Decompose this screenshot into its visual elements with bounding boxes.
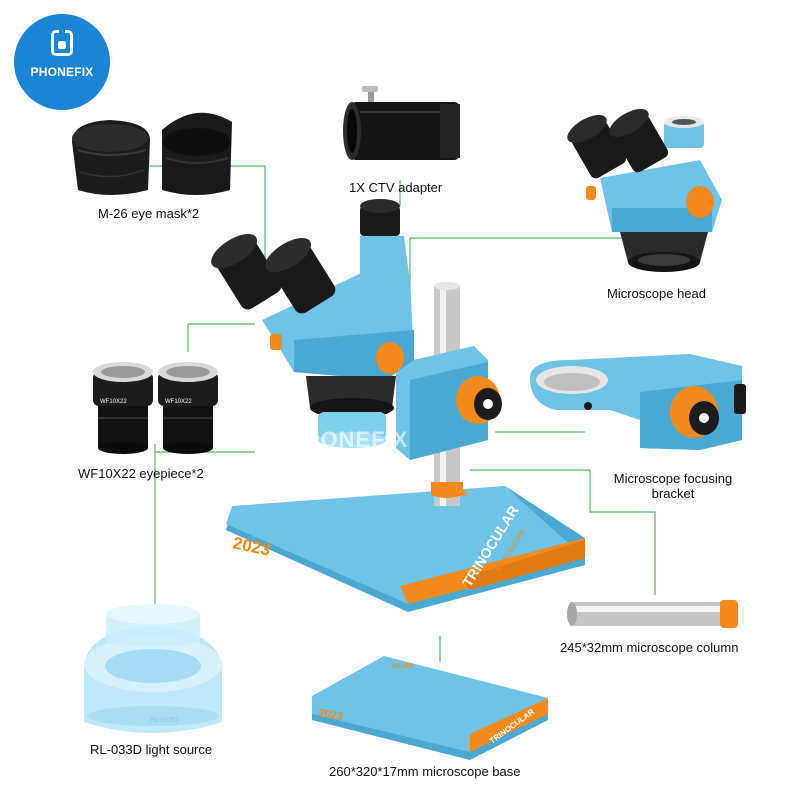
- eyepiece-marking-1: WF10X22: [100, 399, 127, 405]
- label-microscope-head: Microscope head: [607, 286, 706, 301]
- small-base-brand: RELIFE: [392, 664, 413, 670]
- base-plate-part: [312, 656, 548, 760]
- label-column: 245*32mm microscope column: [560, 640, 739, 655]
- eye-mask-1: [72, 120, 150, 195]
- ctv-adapter: [343, 86, 460, 160]
- light-marking: RL-033D: [150, 717, 178, 724]
- label-eye-mask: M-26 eye mask*2: [98, 206, 200, 221]
- label-base: 260*320*17mm microscope base: [329, 764, 521, 779]
- light-source-part: [84, 604, 222, 733]
- eye-mask-2: [162, 112, 232, 195]
- label-focusing-bracket-line1: Microscope focusing: [613, 471, 733, 486]
- main-focusing-bracket: [396, 346, 502, 460]
- main-base-plate: [226, 486, 585, 612]
- label-focusing-bracket-line2: bracket: [651, 486, 695, 501]
- small-base-year: 2023: [317, 707, 343, 723]
- phonefix-logo: PHONEFIX: [14, 14, 110, 110]
- eyepiece-2: [158, 362, 218, 454]
- logo-brand-text: PHONEFIX: [30, 65, 94, 79]
- main-head: [211, 199, 414, 448]
- label-light-source: RL-033D light source: [90, 742, 213, 757]
- label-eyepiece: WF10X22 eyepiece*2: [78, 466, 204, 481]
- label-ctv-adapter: 1X CTV adapter: [349, 180, 443, 195]
- base-code: B11: [441, 604, 454, 614]
- microscope-head-part: [567, 108, 722, 272]
- watermark-text: PHONEFIX: [288, 427, 409, 452]
- focusing-bracket-part: [530, 354, 746, 450]
- label-focusing-bracket: Microscope focusing bracket: [598, 471, 748, 501]
- eyepiece-marking-2: WF10X22: [165, 399, 192, 405]
- eyepiece-1: [93, 362, 153, 454]
- column-part: [567, 600, 738, 628]
- phone-wrench-icon: [51, 30, 73, 56]
